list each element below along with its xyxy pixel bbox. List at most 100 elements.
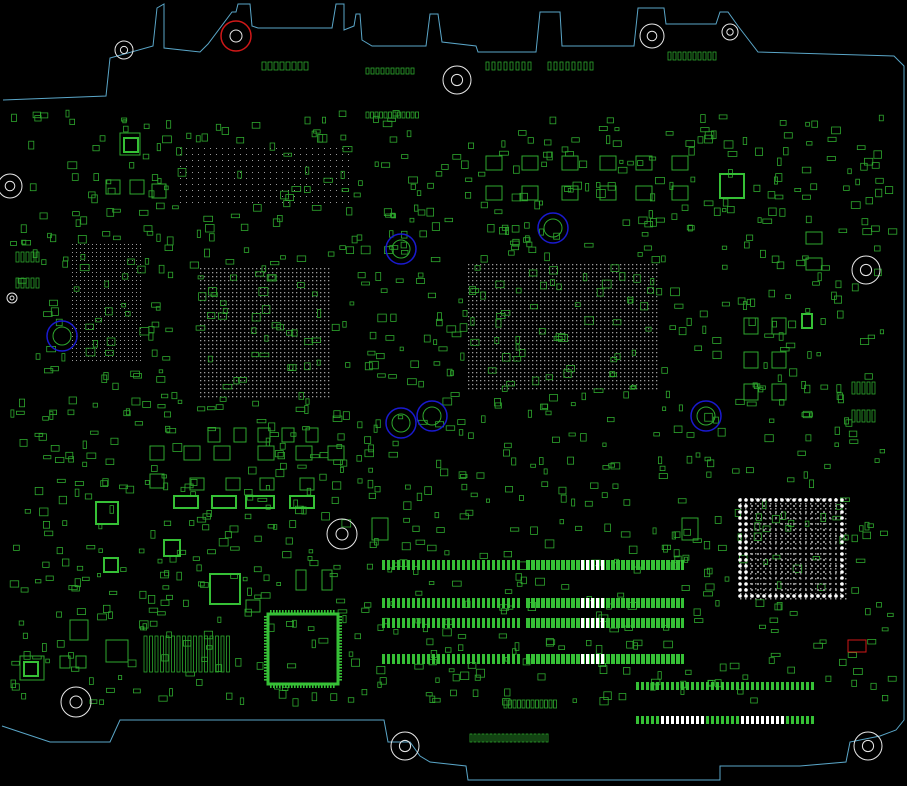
smd-component: [762, 218, 773, 224]
bga-ball: [750, 546, 754, 550]
bga-ball: [792, 498, 796, 502]
smd-component: [825, 675, 832, 682]
bga-ball: [756, 504, 760, 508]
smd-component: [218, 538, 229, 547]
ic-package: [635, 155, 653, 171]
ram-contact: [402, 598, 405, 608]
ic-package: [19, 655, 45, 681]
bga-ball: [774, 528, 778, 532]
smd-component: [357, 421, 363, 429]
smd-component: [755, 513, 762, 522]
connector-contact: [766, 682, 769, 690]
connector-contact: [646, 716, 649, 724]
connector-contact: [726, 716, 729, 724]
connector-pin: [165, 635, 170, 673]
ram-contact: [626, 618, 629, 628]
smd-component: [724, 576, 730, 582]
ram-contact: [636, 598, 639, 608]
smd-component: [505, 485, 513, 493]
ic-package: [561, 185, 579, 201]
smd-component: [10, 241, 17, 246]
components-layer[interactable]: [9, 51, 898, 743]
ram-contact: [437, 654, 440, 664]
ram-slots[interactable]: [382, 560, 814, 724]
ram-contact: [546, 618, 549, 628]
smd-component: [97, 573, 101, 578]
smd-component: [694, 345, 702, 351]
smd-component: [56, 478, 66, 483]
ram-contact: [482, 618, 485, 628]
smd-component: [783, 132, 793, 139]
qfp-pin: [279, 610, 281, 614]
ram-contact: [497, 618, 500, 628]
bga-ball: [774, 558, 778, 562]
header-pins: [667, 51, 717, 61]
smd-component: [230, 574, 238, 579]
smd-component: [530, 463, 536, 468]
bga-ball: [840, 582, 844, 586]
smd-component: [612, 319, 622, 326]
smd-component: [619, 159, 624, 164]
smd-component: [406, 130, 412, 138]
bga-ball: [840, 552, 844, 556]
smd-component: [755, 147, 763, 156]
smd-component: [316, 308, 322, 318]
connector-contact: [791, 682, 794, 690]
smd-component: [162, 585, 170, 590]
smd-component: [34, 115, 42, 122]
smd-component: [169, 688, 173, 697]
smd-component: [73, 286, 80, 292]
smd-component: [663, 640, 673, 649]
smd-component: [122, 273, 129, 280]
smd-component: [873, 150, 882, 159]
connector-pin: [548, 699, 553, 709]
smd-component: [450, 392, 460, 397]
connector-contact: [776, 716, 779, 724]
smd-component: [511, 193, 522, 202]
smd-component: [643, 245, 652, 251]
qfp-pin: [338, 667, 342, 669]
smd-component: [820, 265, 830, 271]
mounting-holes[interactable]: [0, 20, 883, 761]
connector-pin: [537, 733, 541, 743]
ram-contact: [646, 654, 649, 664]
ram-contact: [651, 654, 654, 664]
bga-ball: [828, 582, 832, 586]
qfp-pin: [303, 684, 305, 688]
smd-component: [119, 484, 128, 490]
ram-contact: [616, 560, 619, 570]
bga-ball: [786, 588, 790, 592]
smd-component: [867, 523, 874, 528]
smd-component: [368, 444, 375, 453]
smd-component: [480, 291, 486, 300]
smd-component: [762, 525, 771, 533]
mounting-hole-ring: [690, 400, 722, 432]
smd-component: [62, 260, 68, 268]
connector-contact: [766, 716, 769, 724]
smd-component: [49, 411, 54, 420]
ram-contact: [641, 654, 644, 664]
qfp-pin: [264, 616, 268, 618]
bga-ball: [822, 546, 826, 550]
smd-component: [460, 352, 465, 361]
smd-component: [20, 587, 29, 593]
bga-ball: [786, 528, 790, 532]
smd-component: [197, 406, 206, 412]
smd-component: [875, 177, 884, 184]
chip: [245, 495, 275, 509]
smd-component: [436, 459, 442, 469]
smd-component: [68, 652, 74, 659]
smd-component: [879, 329, 884, 335]
ram-contact: [541, 654, 544, 664]
bga-ball: [762, 522, 766, 526]
smd-component: [470, 338, 480, 346]
smd-component: [519, 192, 528, 202]
smd-component: [63, 256, 69, 262]
smd-component: [165, 327, 173, 333]
bga-ball: [810, 582, 814, 586]
smd-component: [333, 410, 341, 419]
smd-component: [327, 251, 335, 257]
connector-contact: [736, 716, 739, 724]
